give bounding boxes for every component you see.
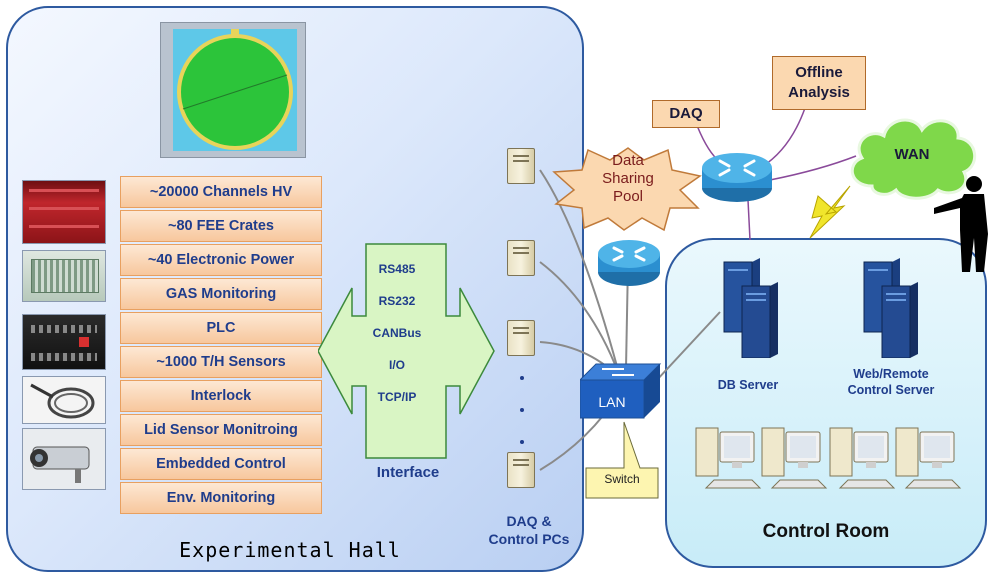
data-sharing-pool-label: Data Sharing Pool: [602, 152, 654, 205]
system-hv-channels: ~20000 Channels HV: [120, 176, 322, 208]
control-room-panel: [665, 238, 987, 568]
switch-label: Switch: [604, 472, 640, 486]
wan-cloud-icon: [850, 118, 976, 200]
daq-pc-3: [507, 320, 535, 356]
offline-analysis-box: Offline Analysis: [772, 56, 866, 110]
camera-image: [22, 428, 106, 490]
system-embedded-control: Embedded Control: [120, 448, 322, 480]
experimental-hall-title: Experimental Hall: [179, 538, 401, 562]
system-lid-sensor: Lid Sensor Monitroing: [120, 414, 322, 446]
daq-pcs-label: DAQ & Control PCs: [488, 513, 570, 547]
person-icon: [934, 176, 988, 272]
system-fee-crates: ~80 FEE Crates: [120, 210, 322, 242]
interface-item-rs232: RS232: [378, 294, 416, 308]
system-env-monitoring: Env. Monitoring: [120, 482, 322, 514]
interface-item-io: I/O: [388, 358, 405, 372]
router-icon: [702, 153, 772, 202]
fee-board-image: [22, 250, 106, 302]
ellipsis-dot: [520, 376, 524, 380]
wan-label: WAN: [894, 146, 930, 163]
lan-label: LAN: [598, 394, 626, 410]
router-icon: [598, 240, 660, 286]
interface-item-rs485: RS485: [378, 262, 416, 276]
monitored-systems-list: ~20000 Channels HV ~80 FEE Crates ~40 El…: [120, 176, 322, 516]
hv-crate-image: [22, 180, 106, 244]
system-electronic-power: ~40 Electronic Power: [120, 244, 322, 276]
switch-callout-shape: [585, 421, 659, 499]
daq-pc-4: [507, 452, 535, 488]
control-room-title: Control Room: [762, 521, 890, 542]
daq-pc-1: [507, 148, 535, 184]
ellipsis-dot: [520, 440, 524, 444]
system-interlock: Interlock: [120, 380, 322, 412]
db-server-icon: [723, 258, 778, 358]
system-plc: PLC: [120, 312, 322, 344]
ellipsis-dot: [520, 408, 524, 412]
plc-module-image: [22, 314, 106, 370]
data-sharing-pool-shape: [552, 147, 702, 232]
system-gas-monitoring: GAS Monitoring: [120, 278, 322, 310]
system-th-sensors: ~1000 T/H Sensors: [120, 346, 322, 378]
interface-item-tcpip: TCP/IP: [377, 390, 417, 404]
interface-label: Interface: [376, 464, 440, 481]
interface-double-arrow: [318, 243, 495, 459]
daq-pc-2: [507, 240, 535, 276]
daq-box: DAQ: [652, 100, 720, 128]
interface-item-canbus: CANBus: [372, 326, 422, 340]
web-server-icon: [863, 258, 918, 358]
web-server-label: Web/Remote Control Server: [847, 367, 935, 397]
lan-switch-icon: [580, 363, 662, 419]
sensor-cable-image: [22, 376, 106, 424]
workstations-group: [695, 427, 961, 489]
detector-image: [160, 22, 306, 158]
db-server-label: DB Server: [717, 378, 779, 392]
